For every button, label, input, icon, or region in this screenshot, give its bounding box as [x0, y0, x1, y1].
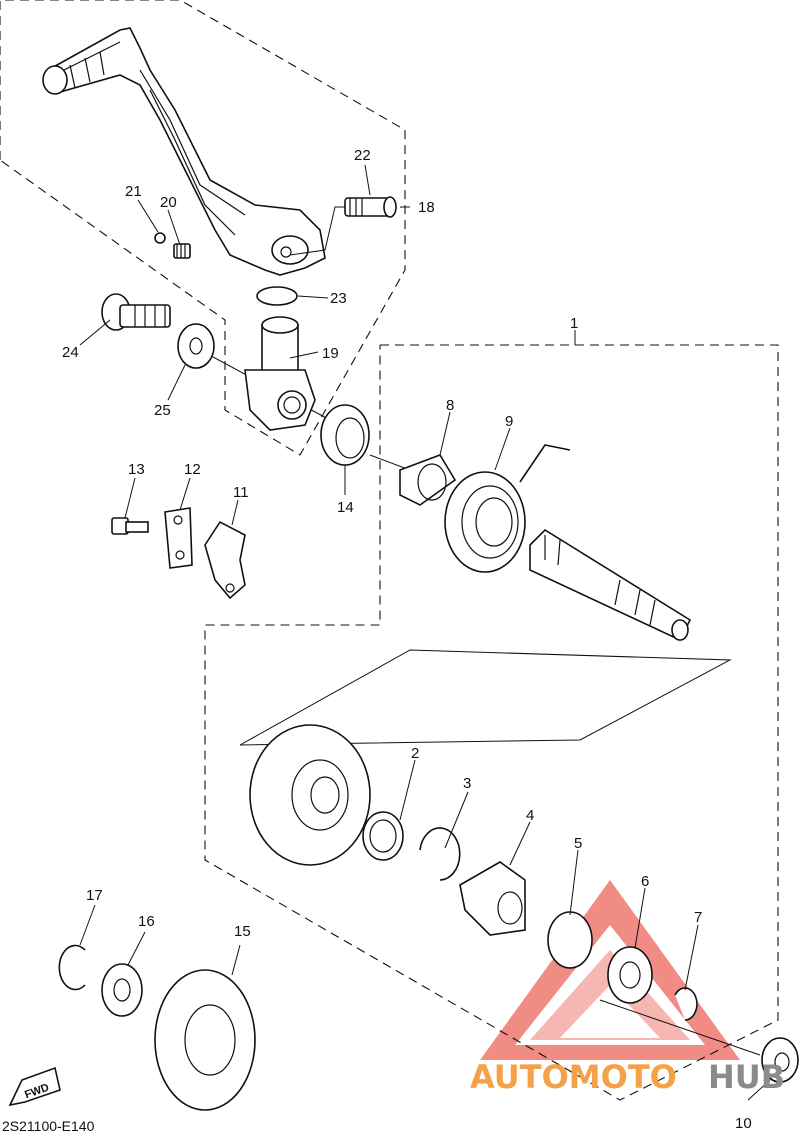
callout-leaders: [79, 164, 771, 1101]
bolt-22: [289, 196, 397, 256]
torsion-spring-9: [444, 444, 571, 573]
callout-4: 4: [526, 807, 534, 824]
kick-shaft-assembly-outline: [204, 344, 779, 1101]
callout-16: 16: [138, 913, 155, 930]
watermark-text: AUTOMOTO HUB: [470, 1058, 785, 1096]
kick-shaft: [529, 528, 692, 642]
ratchet-4: [459, 861, 526, 936]
plate-12: [164, 507, 193, 569]
callout-labels: 1 2 3 4 5 6 7 8 9 10 11 12 13 14 15 16 1…: [62, 147, 752, 1132]
stopper-plate-11: [204, 520, 246, 600]
callout-7: 7: [694, 909, 702, 926]
kick-starter-lever: [42, 27, 326, 276]
idler-gear-15: [154, 969, 256, 1111]
kick-boss-19: [244, 316, 316, 431]
fwd-arrow-icon: FWD: [8, 1066, 61, 1107]
bolt-13: [111, 517, 149, 535]
callout-1: 1: [570, 315, 578, 332]
circlip-7: [674, 987, 698, 1021]
callout-13: 13: [128, 461, 145, 478]
callout-17: 17: [86, 887, 103, 904]
callout-6: 6: [641, 873, 649, 890]
callout-23: 23: [330, 290, 347, 307]
watermark-brand-left: AUTOMOTO: [470, 1058, 677, 1096]
bolt-24: [101, 293, 171, 331]
callout-21: 21: [125, 183, 142, 200]
callout-14: 14: [337, 499, 354, 516]
callout-9: 9: [505, 413, 513, 430]
callout-2: 2: [411, 745, 419, 762]
callout-5: 5: [574, 835, 582, 852]
assembly-axis-lines: [199, 349, 761, 1056]
callout-12: 12: [184, 461, 201, 478]
callout-8: 8: [446, 397, 454, 414]
diagram-code: 2S21100-E140: [2, 1118, 95, 1134]
circlip-23: [256, 286, 298, 306]
kick-lever-group-outline: [0, 0, 406, 456]
spring-20: [173, 243, 191, 259]
ball-21: [154, 232, 166, 244]
callout-24: 24: [62, 344, 79, 361]
callout-18: 18: [418, 199, 435, 216]
callout-22: 22: [354, 147, 371, 164]
callout-11: 11: [233, 484, 249, 501]
circlip-3: [419, 827, 461, 881]
kick-gear: [249, 724, 371, 866]
washer-2: [362, 811, 404, 861]
callout-25: 25: [154, 402, 171, 419]
callout-20: 20: [160, 194, 177, 211]
watermark-brand-right: HUB: [708, 1058, 785, 1096]
washer-16: [101, 963, 143, 1017]
washer-10: [761, 1037, 799, 1083]
circlip-17: [58, 944, 86, 991]
callout-10: 10: [735, 1115, 752, 1132]
washer-25: [177, 323, 215, 369]
oil-seal-14: [320, 404, 370, 466]
callout-3: 3: [463, 775, 471, 792]
callout-19: 19: [322, 345, 339, 362]
callout-15: 15: [234, 923, 251, 940]
spring-5: [547, 911, 593, 969]
washer-6: [607, 946, 653, 1004]
bush-8: [399, 454, 457, 506]
